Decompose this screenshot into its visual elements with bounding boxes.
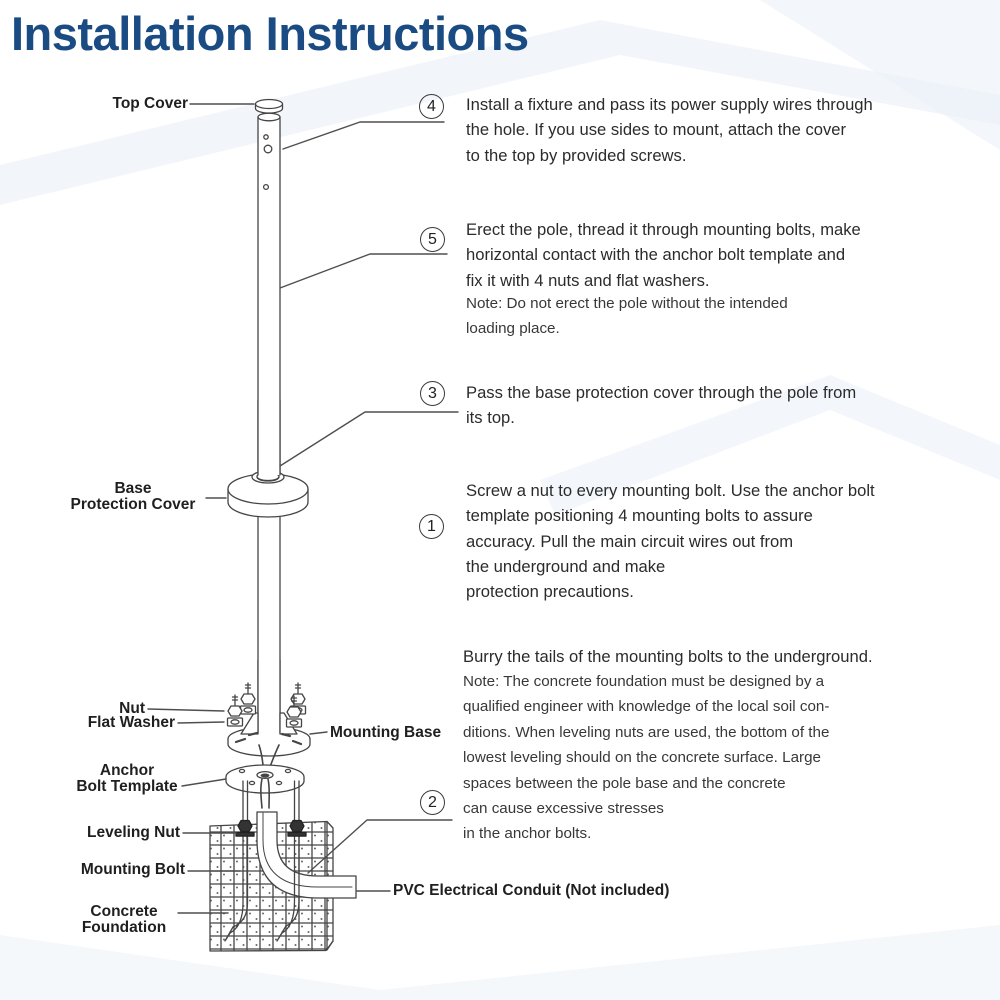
leveling-nut-right [287,819,307,837]
label-nut: Nut [119,700,145,717]
nut-and-washer-set [226,682,307,728]
step-2-text: Burry the tails of the mounting bolts to… [463,647,873,666]
circuit-wires [258,744,280,775]
step-4-text: Install a fixture and pass its power sup… [466,95,873,165]
step-2-number: 2 [420,790,445,815]
step-5-number: 5 [420,227,445,252]
label-pvc-conduit: PVC Electrical Conduit (Not included) [393,882,670,899]
anchor-bolt-template-shape [225,764,305,809]
step-1-text: Screw a nut to every mounting bolt. Use … [466,481,875,602]
top-cover-cap [254,98,284,114]
page-title: Installation Instructions [11,7,529,60]
label-flat-washer: Flat Washer [87,714,175,731]
leveling-nut-left [235,819,255,837]
label-top-cover: Top Cover [112,95,189,112]
label-leveling-nut: Leveling Nut [86,824,180,841]
mounting-bolts-shape [224,780,307,942]
mounting-base-assembly [227,659,311,757]
pvc-conduit-shape [256,811,357,899]
concrete-foundation-shape [209,820,334,952]
step-4-number: 4 [419,94,444,119]
pole-illustration [257,112,281,736]
step-3-text: Pass the base protection cover through t… [466,383,857,428]
step-1-number: 1 [419,514,444,539]
label-mounting-bolt: Mounting Bolt [80,861,185,878]
step-3-number: 3 [420,381,445,406]
base-protection-cover-shape [227,399,309,518]
step-5-note: Note: Do not erect the pole without the … [466,295,788,338]
label-mounting-base: Mounting Base [330,724,442,741]
step-5-text: Erect the pole, thread it through mounti… [466,220,861,290]
step-2-note: Note: The concrete foundation must be de… [463,673,830,843]
